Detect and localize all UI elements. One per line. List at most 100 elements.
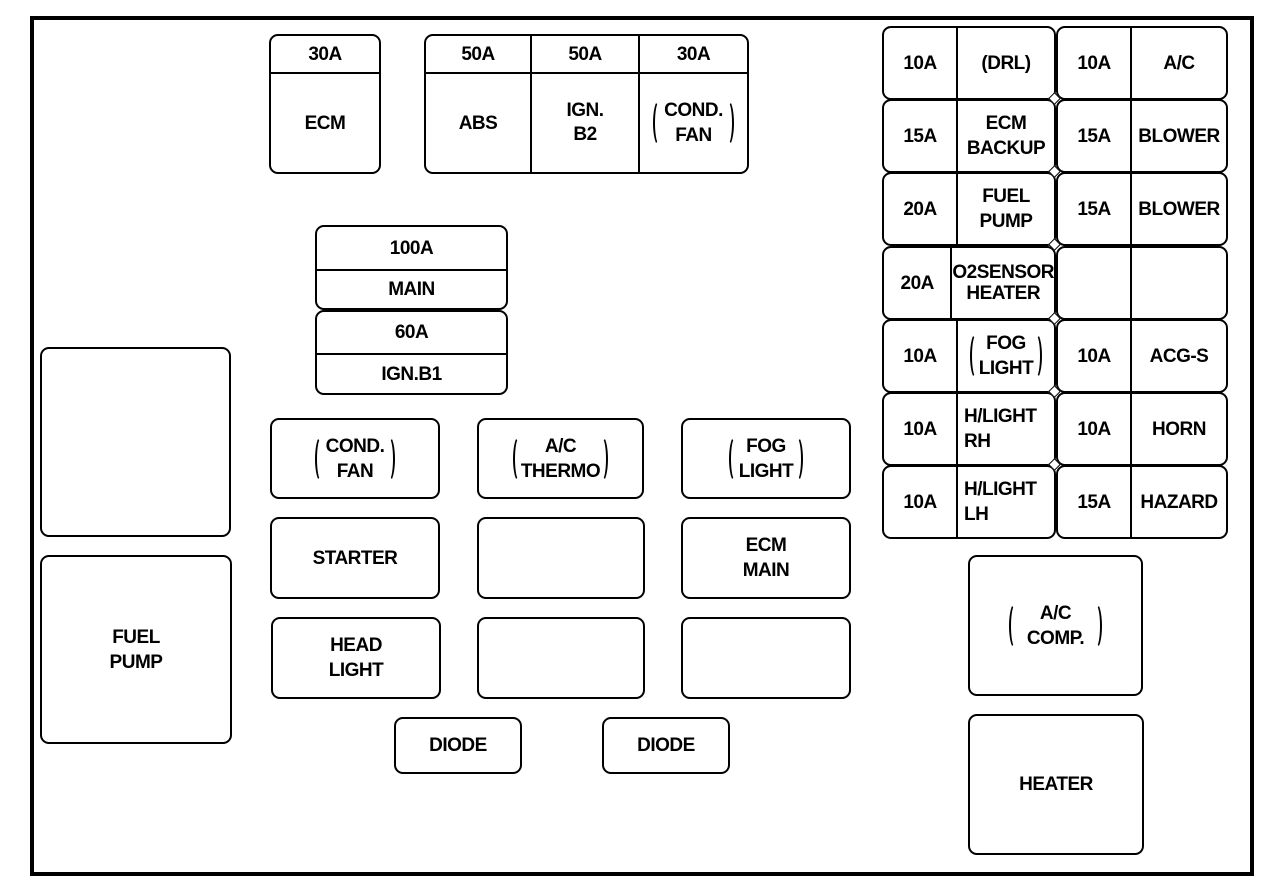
relay-empty-center-3[interactable]	[681, 617, 851, 699]
fuse-label: (DRL)	[981, 52, 1031, 74]
fuse-label-line: LH	[964, 504, 989, 525]
relay-label-line: FAN	[336, 460, 374, 482]
relay-label: A/C THERMO	[479, 420, 642, 497]
fuse-label: H/LIGHT RH	[958, 394, 1054, 464]
relay-starter[interactable]: STARTER	[270, 517, 440, 599]
fuse-rating: 10A	[884, 321, 958, 391]
relay-cond-fan[interactable]: COND. FAN	[270, 418, 440, 499]
optional-bracket: COND. FAN	[653, 98, 734, 148]
optional-bracket: FOG LIGHT	[969, 331, 1043, 381]
fuse-label: IGN. B2	[532, 74, 638, 172]
fuse-label-line: RH	[964, 431, 991, 452]
fuse-label: HAZARD	[1140, 491, 1218, 513]
optional-bracket: A/C COMP.	[1008, 601, 1103, 651]
relay-empty-left[interactable]	[40, 347, 231, 537]
mini-fuse-o2-sensor-heater[interactable]: 20A O2SENSOR HEATER	[882, 246, 1056, 320]
relay-label: ECM MAIN	[683, 519, 849, 597]
relay-ac-thermo[interactable]: A/C THERMO	[477, 418, 644, 499]
fuse-rating: 50A	[532, 36, 638, 74]
relay-ecm-main[interactable]: ECM MAIN	[681, 517, 851, 599]
relay-label-line: MAIN	[742, 560, 790, 581]
fuse-label: A/C	[1163, 52, 1195, 74]
relay-label-line: THERMO	[520, 460, 601, 482]
relay-label: HEAD LIGHT	[273, 619, 439, 697]
fuse-label	[1132, 248, 1226, 318]
mini-fuse-h-light-lh[interactable]: 10A H/LIGHT LH	[882, 465, 1056, 539]
relay-label-line: A/C	[1039, 602, 1072, 624]
relay-empty-center-1[interactable]	[477, 517, 645, 599]
fuse-rating	[1058, 248, 1132, 318]
fuse-rating: 30A	[271, 36, 379, 74]
fuse-ign-b1[interactable]: 60A IGN.B1	[315, 310, 508, 395]
mini-fuse-ecm-backup[interactable]: 15A ECM BACKUP	[882, 99, 1056, 173]
fuse-rating: 10A	[884, 467, 958, 537]
fuse-rating: 60A	[317, 312, 506, 355]
mini-fuse-row: 20A O2SENSOR HEATER	[882, 246, 1228, 320]
fuse-label-line: COND.	[664, 100, 723, 121]
fuse-label: HORN	[1152, 418, 1206, 440]
mini-fuse-hazard[interactable]: 15A HAZARD	[1056, 465, 1228, 539]
fuse-cond-fan[interactable]: 30A COND. FAN	[638, 34, 749, 174]
fuse-label-line: IGN.	[566, 100, 604, 121]
relay-label: HEATER	[1019, 774, 1093, 795]
fuse-rating: 20A	[884, 174, 958, 244]
fuse-rating: 20A	[884, 248, 953, 318]
mini-fuse-row: 10A H/LIGHT LH 15A HAZARD	[882, 465, 1228, 539]
relay-label-line: ECM	[745, 535, 787, 556]
mini-fuse-h-light-rh[interactable]: 10A H/LIGHT RH	[882, 392, 1056, 466]
relay-label-line: LIGHT	[328, 660, 384, 681]
fuse-ecm[interactable]: 30A ECM	[269, 34, 381, 174]
relay-label: STARTER	[312, 547, 398, 569]
mini-fuse-row: 15A ECM BACKUP 15A BLOWER	[882, 99, 1228, 173]
mini-fuse-blower-2[interactable]: 15A BLOWER	[1056, 172, 1228, 246]
mini-fuse-fog-light[interactable]: 10A FOG LIGHT	[882, 319, 1056, 393]
fuse-rating: 10A	[1058, 28, 1132, 98]
relay-label: A/C COMP.	[970, 557, 1141, 694]
mini-fuse-fuel-pump[interactable]: 20A FUEL PUMP	[882, 172, 1056, 246]
mini-fuse-empty[interactable]	[1056, 246, 1228, 320]
fuse-label: O2SENSOR HEATER	[952, 248, 1054, 318]
diode-1[interactable]: DIODE	[394, 717, 522, 774]
fuse-rating: 10A	[1058, 394, 1132, 464]
fuse-label: MAIN	[388, 279, 435, 300]
fuse-label-line: BACKUP	[966, 138, 1046, 159]
fuse-label-line: FOG	[986, 333, 1026, 354]
relay-ac-comp[interactable]: A/C COMP.	[968, 555, 1143, 696]
mini-fuse-drl[interactable]: 10A (DRL)	[882, 26, 1056, 100]
fuse-label-line: FAN	[675, 125, 712, 146]
mini-fuse-horn[interactable]: 10A HORN	[1056, 392, 1228, 466]
fuse-ign-b2[interactable]: 50A IGN. B2	[530, 34, 640, 174]
fuse-label-line: ECM	[985, 113, 1027, 134]
optional-bracket: COND. FAN	[314, 434, 396, 484]
diode-label: DIODE	[429, 735, 487, 756]
relay-empty-center-2[interactable]	[477, 617, 645, 699]
fuse-rating: 15A	[1058, 174, 1132, 244]
fuse-main[interactable]: 100A MAIN	[315, 225, 508, 310]
mini-fuse-blower-1[interactable]: 15A BLOWER	[1056, 99, 1228, 173]
fuse-rating: 30A	[640, 36, 747, 74]
relay-label-line: FUEL	[112, 626, 160, 648]
fuse-label: BLOWER	[1138, 125, 1220, 147]
mini-fuse-row: 10A H/LIGHT RH 10A HORN	[882, 392, 1228, 466]
relay-head-light[interactable]: HEAD LIGHT	[271, 617, 441, 699]
relay-fog-light[interactable]: FOG LIGHT	[681, 418, 851, 499]
fuse-rating: 50A	[426, 36, 530, 74]
optional-bracket: A/C THERMO	[512, 434, 609, 484]
relay-heater[interactable]: HEATER	[968, 714, 1144, 855]
mini-fuse-ac[interactable]: 10A A/C	[1056, 26, 1228, 100]
relay-label-line: COND.	[325, 435, 385, 457]
fuse-rating: 15A	[884, 101, 958, 171]
fuse-label-line: HEATER	[966, 283, 1041, 304]
fuse-abs[interactable]: 50A ABS	[424, 34, 532, 174]
fuse-label-line: O2SENSOR	[952, 262, 1054, 283]
fuse-label: ABS	[458, 112, 498, 134]
fuse-label-line: B2	[573, 124, 597, 145]
fuse-label-line: LIGHT	[978, 358, 1034, 379]
relay-fuel-pump[interactable]: FUEL PUMP	[40, 555, 232, 744]
diode-2[interactable]: DIODE	[602, 717, 730, 774]
fuse-label: ACG-S	[1149, 345, 1209, 367]
relay-label: FUEL PUMP	[42, 557, 230, 742]
mini-fuse-acg-s[interactable]: 10A ACG-S	[1056, 319, 1228, 393]
relay-label-line: LIGHT	[738, 460, 794, 482]
fuse-label: ECM BACKUP	[958, 101, 1054, 171]
